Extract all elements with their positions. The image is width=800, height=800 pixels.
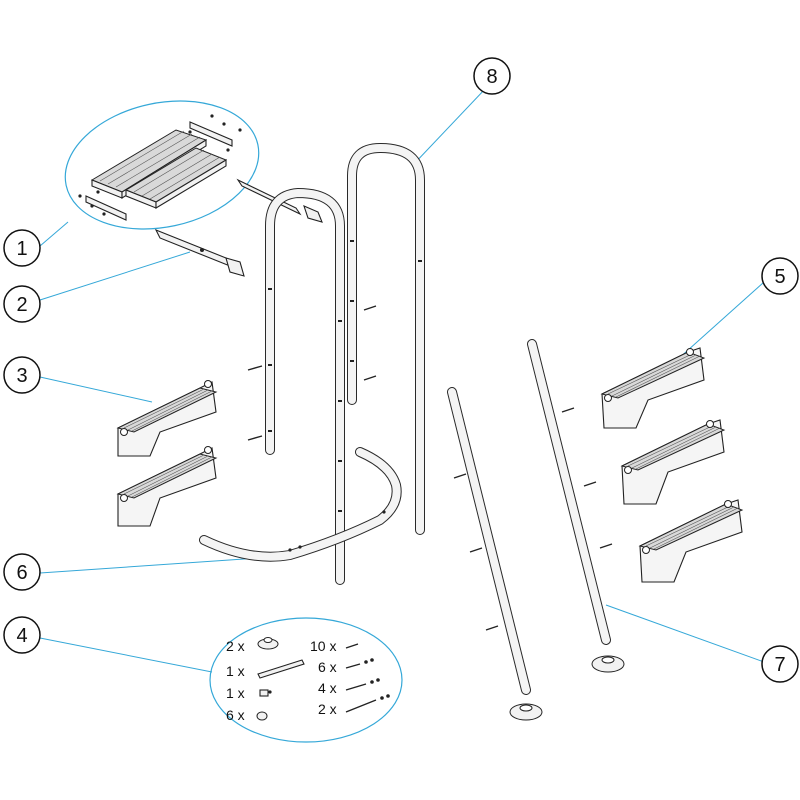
leader-7	[605, 604, 765, 663]
leader-3	[39, 376, 153, 403]
part-5-step-middle	[620, 419, 726, 505]
base-plate-icon	[257, 637, 279, 650]
part-3-step-lower	[116, 446, 218, 527]
kit-qty-base-plate: 2 x	[226, 638, 245, 654]
callout-label-4: 4	[16, 625, 27, 647]
bolt-medium-icon	[345, 678, 380, 691]
part-5-step-top	[600, 347, 706, 429]
leader-1	[39, 221, 69, 247]
callout-4: 4	[3, 616, 41, 654]
callout-label-1: 1	[16, 238, 27, 260]
part-6-bottom-bar	[199, 447, 402, 562]
part-5-step-bottom	[638, 499, 744, 583]
post-pins	[453, 407, 613, 631]
part-7-post-left	[447, 387, 543, 721]
part-2-cross-brace	[154, 178, 323, 277]
left-handrail	[247, 188, 345, 585]
callout-7: 7	[761, 645, 799, 683]
kit-qty-clip: 1 x	[226, 685, 245, 701]
callout-1: 1	[3, 229, 41, 267]
pin-icon	[345, 643, 359, 649]
callout-6: 6	[3, 553, 41, 591]
callout-label-5: 5	[774, 266, 785, 288]
kit-qty-cap: 6 x	[226, 707, 245, 723]
bolt-long-icon	[345, 694, 390, 713]
leader-lines	[39, 87, 765, 673]
part-1-tread-plates	[64, 100, 260, 230]
part-3-step-upper	[116, 380, 218, 457]
leader-8	[411, 87, 487, 167]
callout-label-7: 7	[774, 654, 785, 676]
strap-icon	[257, 659, 305, 679]
callout-8: 8	[473, 57, 511, 95]
part-7-post-right	[527, 339, 625, 673]
leader-4	[39, 637, 213, 673]
part-4-hardware-kit: 2 x 1 x 1 x 6 x 10 x 6 x 4 x 2 x	[209, 617, 403, 743]
callout-2: 2	[3, 285, 41, 323]
callout-label-8: 8	[486, 66, 497, 88]
clip-icon	[259, 689, 272, 697]
leader-6	[39, 557, 259, 574]
bolt-short-icon	[345, 658, 374, 669]
leader-2	[39, 251, 191, 301]
callout-5: 5	[761, 257, 799, 295]
part-8-handrail	[347, 143, 425, 535]
kit-qty-bolt-long: 2 x	[318, 701, 337, 717]
callout-3: 3	[3, 356, 41, 394]
cap-icon	[256, 711, 268, 721]
callout-label-6: 6	[16, 562, 27, 584]
callout-label-3: 3	[16, 365, 27, 387]
callout-label-2: 2	[16, 294, 27, 316]
kit-qty-strap: 1 x	[226, 663, 245, 679]
kit-qty-bolt-short: 6 x	[318, 659, 337, 675]
kit-qty-pin: 10 x	[310, 638, 336, 654]
kit-qty-bolt-medium: 4 x	[318, 680, 337, 696]
